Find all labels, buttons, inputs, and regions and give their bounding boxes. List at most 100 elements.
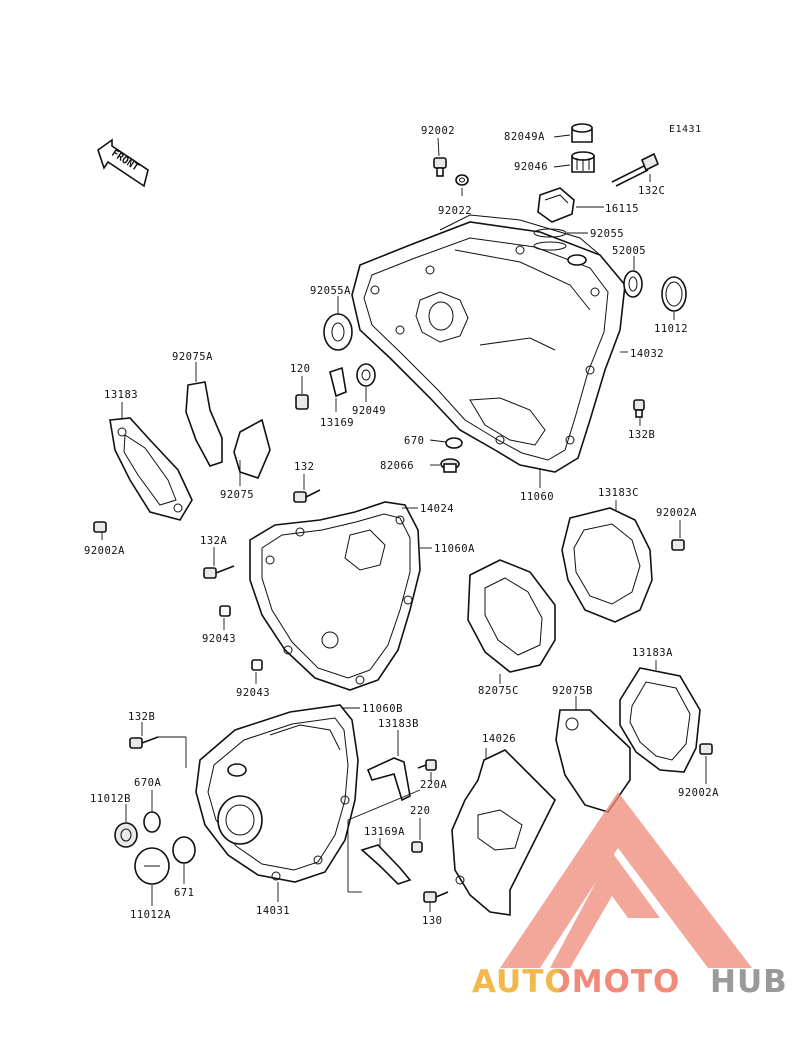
part-label: 132: [294, 461, 314, 473]
part-label: 670A: [134, 777, 161, 789]
leader-lines: [101, 134, 707, 912]
bolt-220: [411, 841, 423, 853]
cap-11012A: [134, 847, 170, 885]
part-label: 92055: [590, 228, 624, 240]
part-label: 670: [404, 435, 424, 447]
part-label: 13183B: [378, 718, 419, 730]
watermark-triangle-icon: [500, 792, 752, 968]
part-label: 92002A: [656, 507, 697, 519]
bolt-132A: [203, 565, 235, 579]
part-label: 13183A: [632, 647, 673, 659]
part-label: 132C: [638, 185, 665, 197]
bolt-92002A-mid: [671, 539, 685, 551]
part-label: 11012: [654, 323, 688, 335]
part-label: 92046: [514, 161, 548, 173]
part-label: 14031: [256, 905, 290, 917]
part-label: 130: [422, 915, 442, 927]
part-label: 11060: [520, 491, 554, 503]
o-ring-670A: [143, 811, 161, 833]
seal-92055A: [323, 313, 353, 351]
part-label: 14032: [630, 348, 664, 360]
part-label: 82066: [380, 460, 414, 472]
part-label: 92002A: [678, 787, 719, 799]
bolt-92002: [433, 157, 447, 177]
dowel-92043-a: [219, 605, 231, 617]
part-label: 220: [410, 805, 430, 817]
seal-92049: [356, 363, 376, 387]
cap-11012B: [114, 822, 138, 848]
o-ring-670: [445, 437, 463, 449]
bolt-92002A-bottom: [699, 743, 713, 755]
part-label: 92043: [236, 687, 270, 699]
diagram-code: E1431: [669, 124, 702, 135]
bolt-132: [293, 489, 321, 503]
part-label: 82049A: [504, 131, 545, 143]
part-label: 92022: [438, 205, 472, 217]
part-label: 132A: [200, 535, 227, 547]
part-label: 92043: [202, 633, 236, 645]
washer-92022: [455, 174, 469, 186]
clutch-cover-14032: [351, 214, 626, 473]
part-label: 11060B: [362, 703, 403, 715]
watermark-text: AUTOMOTO: [472, 964, 680, 1000]
part-label: 132B: [128, 711, 155, 723]
part-label: 14026: [482, 733, 516, 745]
part-label: 92049: [352, 405, 386, 417]
bracket-13183B: [366, 757, 411, 802]
part-label: 92002A: [84, 545, 125, 557]
plate-92075: [233, 418, 271, 479]
plug-82066: [440, 458, 460, 473]
part-label: 11012B: [90, 793, 131, 805]
bearing-92046: [571, 151, 595, 173]
plate-82075C: [467, 559, 556, 673]
part-label: 132B: [628, 429, 655, 441]
o-ring-671: [172, 836, 196, 864]
part-label: 92075: [220, 489, 254, 501]
bracket-13169: [329, 366, 347, 398]
bolt-132C: [611, 152, 660, 187]
bolt-220A: [417, 759, 437, 771]
part-label: 13169A: [364, 826, 405, 838]
bolt-120: [295, 394, 309, 410]
bolt-130: [423, 891, 449, 903]
part-label: 52005: [612, 245, 646, 257]
part-label: 13169: [320, 417, 354, 429]
bushing-82049A: [571, 123, 593, 143]
front-arrow-icon: FRONT: [97, 138, 149, 188]
part-label: 92075A: [172, 351, 213, 363]
part-label: 13183: [104, 389, 138, 401]
seal-52005: [623, 270, 643, 298]
cap-16115: [537, 187, 575, 223]
o-ring-92055: [533, 228, 567, 238]
part-label: 92055A: [310, 285, 351, 297]
bolt-132B-left: [129, 736, 159, 749]
cover-14024: [249, 501, 421, 691]
part-label: 11060A: [434, 543, 475, 555]
part-label: 671: [174, 887, 194, 899]
bracket-13169A: [360, 844, 412, 885]
cover-14031: [195, 704, 359, 883]
bolt-92002A-left: [93, 521, 107, 533]
part-label: 92002: [421, 125, 455, 137]
plate-92075A: [185, 381, 223, 467]
part-labels: 92002 92022 82049A 92046 16115 132C 9205…: [84, 125, 719, 927]
part-label: 120: [290, 363, 310, 375]
part-label: 16115: [605, 203, 639, 215]
watermark-logo: AUTOMOTO HUB: [472, 792, 788, 1000]
guard-13183C: [561, 507, 653, 623]
guard-13183A: [619, 667, 701, 773]
guard-13183: [109, 417, 193, 521]
part-label: 92075B: [552, 685, 593, 697]
part-label: 13183C: [598, 487, 639, 499]
watermark-text-hub: HUB: [710, 964, 788, 1000]
guard-14026: [451, 749, 556, 916]
dowel-92043-b: [251, 659, 263, 671]
ring-11012: [661, 276, 687, 312]
part-label: 82075C: [478, 685, 519, 697]
part-label: 11012A: [130, 909, 171, 921]
part-label: 220A: [420, 779, 447, 791]
bolt-132B-right: [633, 399, 645, 418]
part-label: 14024: [420, 503, 454, 515]
